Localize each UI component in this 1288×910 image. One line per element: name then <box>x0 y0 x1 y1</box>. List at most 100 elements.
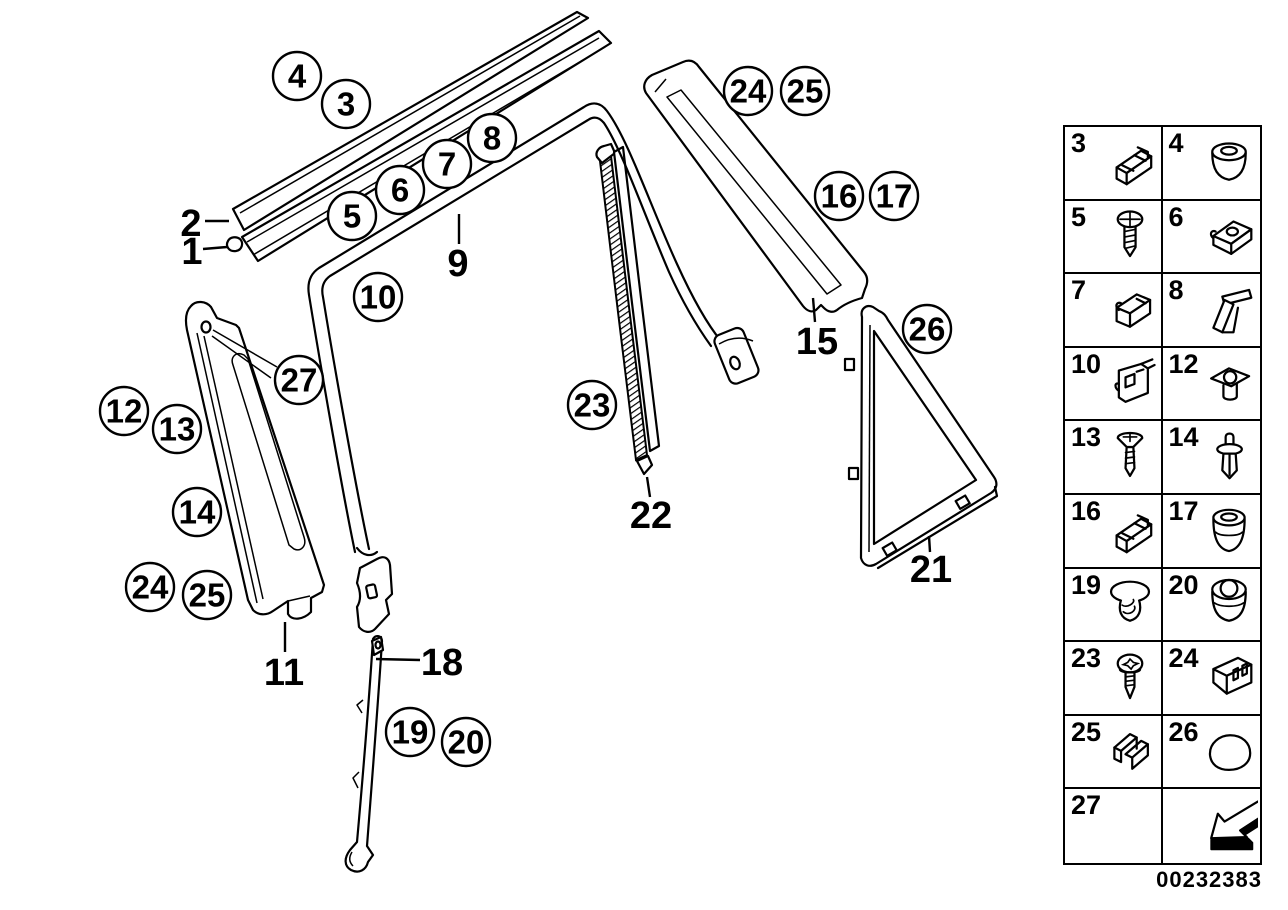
legend-cell-8[interactable]: 8.p{fill:#fff;stroke:#000;stroke-width:2… <box>1162 274 1260 348</box>
legend-part-number: 19 <box>1071 569 1102 600</box>
callout-circle[interactable] <box>352 271 404 323</box>
leader-line <box>645 476 652 498</box>
wedge-clip-icon: .p{fill:#fff;stroke:#000;stroke-width:2;… <box>1200 279 1258 341</box>
callout-3[interactable]: 3 <box>320 78 372 130</box>
callout-number: 17 <box>876 178 913 215</box>
part-label-15[interactable]: 15 <box>796 297 838 363</box>
callout-17[interactable]: 17 <box>868 170 920 222</box>
callout-5[interactable]: 5 <box>326 190 378 242</box>
callout-26[interactable]: 26 <box>901 303 953 355</box>
part-label-18[interactable]: 18 <box>375 642 463 684</box>
legend-cell-26[interactable]: 26.p{fill:#fff;stroke:#000;stroke-width:… <box>1162 715 1260 790</box>
part-label-number: 22 <box>630 495 672 537</box>
callout-number: 12 <box>106 393 143 430</box>
callout-number: 3 <box>337 86 355 123</box>
leader-line <box>375 657 421 662</box>
document-number: 00232383 <box>1156 867 1262 892</box>
legend-cell-12[interactable]: 12.p{fill:#fff;stroke:#000;stroke-width:… <box>1162 347 1260 422</box>
callout-12[interactable]: 12 <box>98 385 150 437</box>
part-label-1[interactable]: 1 <box>181 231 228 273</box>
legend-cell-6[interactable]: 6.p{fill:#fff;stroke:#000;stroke-width:2… <box>1162 200 1260 275</box>
callout-number: 4 <box>288 58 307 95</box>
legend-part-number: 16 <box>1071 495 1102 526</box>
legend-cell-14[interactable]: 14.p{fill:#fff;stroke:#000;stroke-width:… <box>1162 421 1260 495</box>
legend-part-number: 6 <box>1168 201 1184 232</box>
callout-circle[interactable] <box>181 569 233 621</box>
callout-circle[interactable] <box>440 716 492 768</box>
part-label-11[interactable]: 11 <box>264 622 304 694</box>
legend-cell-4[interactable]: 4.p{fill:#fff;stroke:#000;stroke-width:2… <box>1162 127 1260 201</box>
part-1-end-cap <box>225 236 244 253</box>
leader-line <box>811 297 817 323</box>
legend-cell-27[interactable]: 27 <box>1065 789 1163 863</box>
callout-circle[interactable] <box>813 170 865 222</box>
legend-cell-10[interactable]: 10.p{fill:#fff;stroke:#000;stroke-width:… <box>1065 347 1163 422</box>
legend-cell-arrow[interactable]: .p{fill:#fff;stroke:#000;stroke-width:2;… <box>1162 789 1260 863</box>
pan-head-screw-icon: .p{fill:#fff;stroke:#000;stroke-width:2;… <box>1101 205 1159 267</box>
callout-4[interactable]: 4 <box>271 50 323 102</box>
callout-19[interactable]: 19 <box>384 706 436 758</box>
leader-line <box>927 535 932 553</box>
legend-part-number: 13 <box>1071 422 1102 453</box>
callout-circle[interactable] <box>374 164 426 216</box>
callout-number: 10 <box>360 279 397 316</box>
part-18-lower-strip <box>344 635 385 873</box>
parts-legend-table: 3.p{fill:#fff;stroke:#000;stroke-width:2… <box>1063 125 1262 865</box>
callout-24[interactable]: 24 <box>124 561 176 613</box>
legend-cell-3[interactable]: 3.p{fill:#fff;stroke:#000;stroke-width:2… <box>1065 127 1163 201</box>
legend-cell-19[interactable]: 19.p{fill:#fff;stroke:#000;stroke-width:… <box>1065 568 1163 643</box>
callout-6[interactable]: 6 <box>374 164 426 216</box>
part-label-number: 9 <box>447 243 468 285</box>
legend-cell-5[interactable]: 5.p{fill:#fff;stroke:#000;stroke-width:2… <box>1065 200 1163 275</box>
part-label-22[interactable]: 22 <box>630 476 672 537</box>
part-11-pillar-panel <box>184 300 326 620</box>
callout-circle[interactable] <box>271 50 323 102</box>
callout-25[interactable]: 25 <box>181 569 233 621</box>
callout-circle[interactable] <box>868 170 920 222</box>
frame-mounting-tab <box>713 326 760 385</box>
callout-circle[interactable] <box>151 403 203 455</box>
callout-circle[interactable] <box>320 78 372 130</box>
callout-circle[interactable] <box>171 486 223 538</box>
callout-circle[interactable] <box>124 561 176 613</box>
callout-circle[interactable] <box>779 65 831 117</box>
callout-circle[interactable] <box>566 379 618 431</box>
legend-cell-16[interactable]: 16.p{fill:#fff;stroke:#000;stroke-width:… <box>1065 494 1163 569</box>
callout-circle[interactable] <box>421 138 473 190</box>
callout-circle[interactable] <box>384 706 436 758</box>
callout-27[interactable]: 27 <box>273 354 325 406</box>
legend-part-number: 25 <box>1071 716 1102 747</box>
callout-16[interactable]: 16 <box>813 170 865 222</box>
clip-bracket-icon: .p{fill:#fff;stroke:#000;stroke-width:2;… <box>1101 132 1159 194</box>
part-label-9[interactable]: 9 <box>447 214 469 285</box>
callout-13[interactable]: 13 <box>151 403 203 455</box>
callout-10[interactable]: 10 <box>352 271 404 323</box>
legend-cell-25[interactable]: 25.p{fill:#fff;stroke:#000;stroke-width:… <box>1065 715 1163 790</box>
callout-circle[interactable] <box>273 354 325 406</box>
part-label-2[interactable]: 2 <box>180 203 229 245</box>
callout-20[interactable]: 20 <box>440 716 492 768</box>
callout-23[interactable]: 23 <box>566 379 618 431</box>
legend-cell-7[interactable]: 7.p{fill:#fff;stroke:#000;stroke-width:2… <box>1065 274 1163 348</box>
part-15-pillar-trim <box>643 59 869 313</box>
callout-8[interactable]: 8 <box>466 112 518 164</box>
callout-25[interactable]: 25 <box>779 65 831 117</box>
callout-24[interactable]: 24 <box>722 65 774 117</box>
callout-circle[interactable] <box>466 112 518 164</box>
legend-cell-23[interactable]: 23.p{fill:#fff;stroke:#000;stroke-width:… <box>1065 642 1163 716</box>
legend-cell-13[interactable]: 13.p{fill:#fff;stroke:#000;stroke-width:… <box>1065 421 1163 495</box>
legend-cell-20[interactable]: 20.p{fill:#fff;stroke:#000;stroke-width:… <box>1162 568 1260 643</box>
part-label-21[interactable]: 21 <box>910 535 952 591</box>
legend-part-number: 10 <box>1071 348 1102 379</box>
callout-circle[interactable] <box>722 65 774 117</box>
legend-cell-24[interactable]: 24.p{fill:#fff;stroke:#000;stroke-width:… <box>1162 642 1260 716</box>
part-label-number: 18 <box>421 642 463 684</box>
callout-circle[interactable] <box>326 190 378 242</box>
part-label-number: 21 <box>910 549 952 591</box>
callout-7[interactable]: 7 <box>421 138 473 190</box>
callout-14[interactable]: 14 <box>171 486 223 538</box>
legend-cell-17[interactable]: 17.p{fill:#fff;stroke:#000;stroke-width:… <box>1162 494 1260 569</box>
callout-circle[interactable] <box>901 303 953 355</box>
callout-circle[interactable] <box>98 385 150 437</box>
